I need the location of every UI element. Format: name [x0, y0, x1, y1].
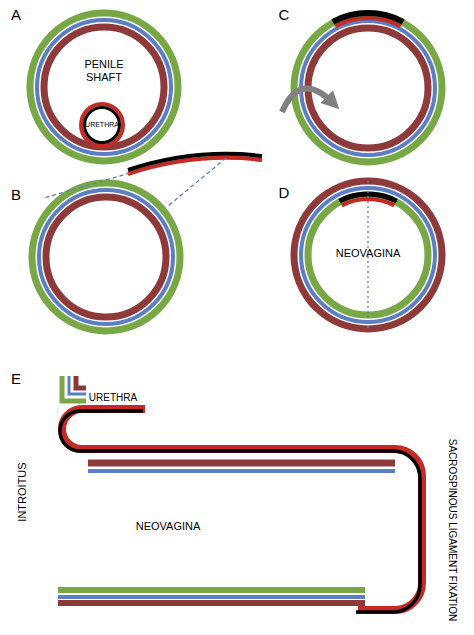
placement-guide — [168, 158, 226, 206]
urethral-flap-black — [60, 411, 420, 612]
structure-name: PENILE SHAFT — [69, 58, 139, 83]
urethral-flap-red — [342, 199, 395, 206]
tissue-ring — [308, 195, 428, 315]
inversion-arrow — [282, 88, 333, 112]
urethral-flap-red — [335, 18, 401, 26]
structure-name: URETHRA — [79, 121, 125, 129]
fascia-layer — [88, 469, 395, 473]
dartos-ring — [308, 28, 428, 148]
urethral-flap-black — [128, 154, 262, 170]
tissue-ring — [30, 13, 178, 161]
dartos-ring — [46, 197, 166, 317]
dartos-layer — [88, 460, 395, 467]
panel-letter: B — [11, 187, 21, 202]
fascia-layer — [58, 595, 365, 599]
penile-shaft-circle: PENILE SHAFT URETHRA — [29, 12, 179, 162]
panel-letter: A — [11, 7, 21, 22]
skin-ring — [294, 14, 442, 162]
urethra-circle: URETHRA — [79, 102, 125, 148]
tissue-ring — [37, 20, 171, 154]
panel-c-rings — [294, 14, 442, 162]
dartos-layer — [58, 600, 365, 606]
fascia-ring — [301, 21, 435, 155]
urethral-flap-black — [333, 13, 403, 22]
tissue-ring — [301, 188, 435, 322]
skin-layer — [62, 376, 86, 401]
skin-ring — [32, 183, 180, 331]
structure-name: NEOVAGINA — [313, 247, 423, 260]
panel-letter: E — [11, 371, 21, 386]
structure-label: URETHRA — [89, 393, 137, 403]
midline-dotted — [367, 181, 368, 329]
fascia-layer — [69, 376, 86, 394]
structure-label: NEOVAGINA — [136, 521, 201, 532]
skin-layer — [58, 587, 365, 593]
neovagina-circle: NEOVAGINA — [293, 180, 443, 330]
tissue-ring — [44, 27, 164, 147]
placement-guide — [44, 173, 130, 198]
structure-label: SACROSPINOUS LIGAMENT FIXATION — [447, 439, 457, 621]
panel-letter: C — [279, 7, 290, 22]
urethral-flap-red — [128, 158, 262, 174]
fascia-ring — [39, 190, 173, 324]
tissue-ring — [294, 181, 442, 329]
urethral-flap-red — [62, 409, 422, 610]
panel-letter: D — [279, 185, 290, 200]
structure-label: INTROITUS — [17, 462, 28, 521]
panel-b-rings — [32, 183, 180, 331]
dartos-layer — [76, 376, 86, 388]
urethral-flap-black — [339, 194, 396, 201]
